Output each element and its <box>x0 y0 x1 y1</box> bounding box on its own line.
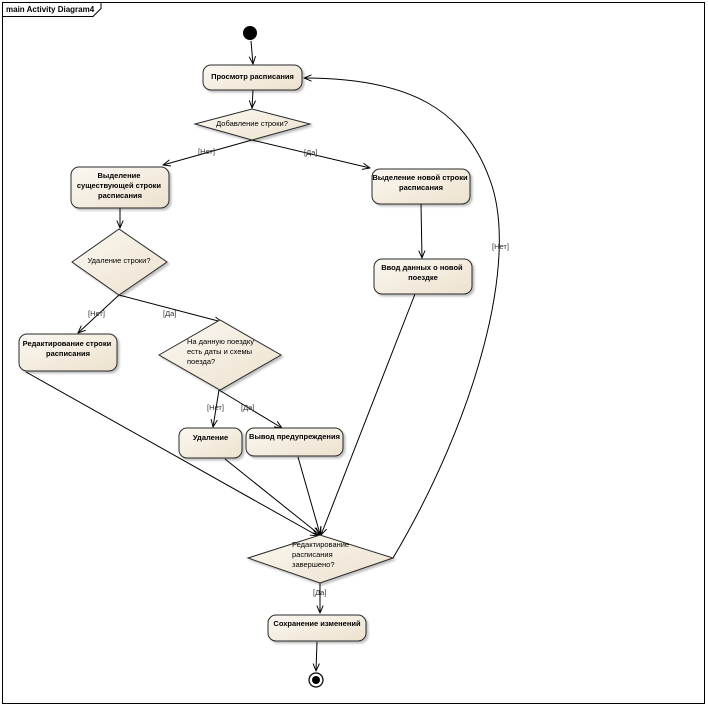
edges <box>25 40 500 671</box>
action-enter-trip-data: Ввод данных о новой поездке <box>373 258 473 295</box>
decision-delete-line-1: Удаление строки? <box>87 256 150 265</box>
svg-text:Сохранение изменений: Сохранение изменений <box>273 619 361 628</box>
svg-text:Выделение существующей с: Выделение существующей строки расписания <box>77 171 163 200</box>
action-edit-line-2: расписания <box>46 349 90 358</box>
decision-dates-line-1: На данную поездку <box>187 337 254 346</box>
decision-delete-row: Удаление строки? <box>71 228 168 296</box>
action-select-existing-line-1: Выделение <box>98 171 141 180</box>
svg-text:Редактирование строки ра: Редактирование строки расписания <box>23 339 114 358</box>
action-delete-line-1: Удаление <box>193 433 228 442</box>
svg-text:Вывод предупреждения: Вывод предупреждения <box>249 432 340 441</box>
decision-edit-done: Редактирование расписания завершено? <box>246 534 395 584</box>
decision-done-line-1: Редактирование <box>292 540 349 549</box>
guard-del-yes: [Да] <box>163 309 176 318</box>
edge-add-yes <box>251 139 370 168</box>
edge-dates-yes <box>218 389 282 428</box>
edge-dates-no <box>213 389 220 427</box>
guard-dates-no: [Нет] <box>207 403 224 412</box>
decision-add-row: Добавление строки? <box>193 108 312 141</box>
edge-done-no-loop <box>304 78 500 559</box>
guard-labels: [Нет] [Да] [Нет] [Да] [Нет] [Да] [Да] [Н… <box>88 147 509 597</box>
action-save-line-1: Сохранение изменений <box>273 619 361 628</box>
svg-text:Удаление: Удаление <box>193 433 228 442</box>
action-enter-line-2: поездке <box>408 273 438 282</box>
action-select-existing-line-3: расписания <box>98 191 142 200</box>
svg-text:На данную поездку есть д: На данную поездку есть даты и схемы поез… <box>187 337 256 366</box>
action-select-new-line-2: расписания <box>399 183 443 192</box>
decision-has-dates: На данную поездку есть даты и схемы поез… <box>157 319 283 391</box>
guard-add-no: [Нет] <box>198 147 215 156</box>
action-select-new-row: Выделение новой строки расписания <box>371 168 471 205</box>
guard-done-no: [Нет] <box>492 242 509 251</box>
guard-del-no: [Нет] <box>88 309 105 318</box>
decision-done-line-3: завершено? <box>292 560 335 569</box>
edge-save-to-final <box>316 641 317 671</box>
edge-initial-to-view <box>251 40 253 64</box>
action-view-schedule: Просмотр расписания <box>202 64 303 91</box>
final-node <box>308 672 324 688</box>
action-warning-line-1: Вывод предупреждения <box>249 432 340 441</box>
action-edit-row: Редактирование строки расписания <box>18 333 118 372</box>
decision-add-line-1: Добавление строки? <box>216 119 288 128</box>
decision-done-line-2: расписания <box>292 550 333 559</box>
svg-text:Добавление строки?: Добавление строки? <box>216 119 288 128</box>
edge-del-yes <box>118 294 222 322</box>
svg-text:Редактирование расписани: Редактирование расписания завершено? <box>292 540 351 569</box>
action-enter-line-1: Ввод данных о новой <box>381 263 463 272</box>
edge-add-no <box>163 139 253 165</box>
action-save-changes: Сохранение изменений <box>267 614 367 642</box>
edge-new-to-enter <box>421 203 422 258</box>
frame-title: main Activity Diagram4 <box>6 5 95 14</box>
edge-delete-to-done <box>224 458 320 535</box>
action-delete: Удаление <box>178 427 243 459</box>
edge-edit-to-done <box>25 371 318 536</box>
action-select-existing-line-2: существующей строки <box>77 181 162 190</box>
guard-done-yes: [Да] <box>313 588 326 597</box>
svg-text:Просмотр расписания: Просмотр расписания <box>211 72 294 81</box>
action-show-warning: Вывод предупреждения <box>245 427 344 457</box>
initial-node <box>243 26 257 40</box>
edge-del-no <box>78 294 120 333</box>
action-view-line-1: Просмотр расписания <box>211 72 294 81</box>
action-select-existing-row: Выделение существующей строки расписания <box>70 166 170 209</box>
guard-dates-yes: [Да] <box>241 403 254 412</box>
action-edit-line-1: Редактирование строки <box>23 339 112 348</box>
edge-warning-to-done <box>297 456 320 534</box>
svg-text:Удаление строки?: Удаление строки? <box>87 256 150 265</box>
guard-add-yes: [Да] <box>304 148 317 157</box>
svg-text:Выделение новой строки р: Выделение новой строки расписания <box>372 173 469 192</box>
decision-dates-line-2: есть даты и схемы <box>187 347 252 356</box>
svg-text:Ввод данных о новой поез: Ввод данных о новой поездке <box>381 263 464 282</box>
edge-enter-to-done <box>321 293 416 535</box>
edge-view-to-add <box>252 89 253 108</box>
decision-dates-line-3: поезда? <box>187 357 215 366</box>
action-select-new-line-1: Выделение новой строки <box>372 173 468 182</box>
